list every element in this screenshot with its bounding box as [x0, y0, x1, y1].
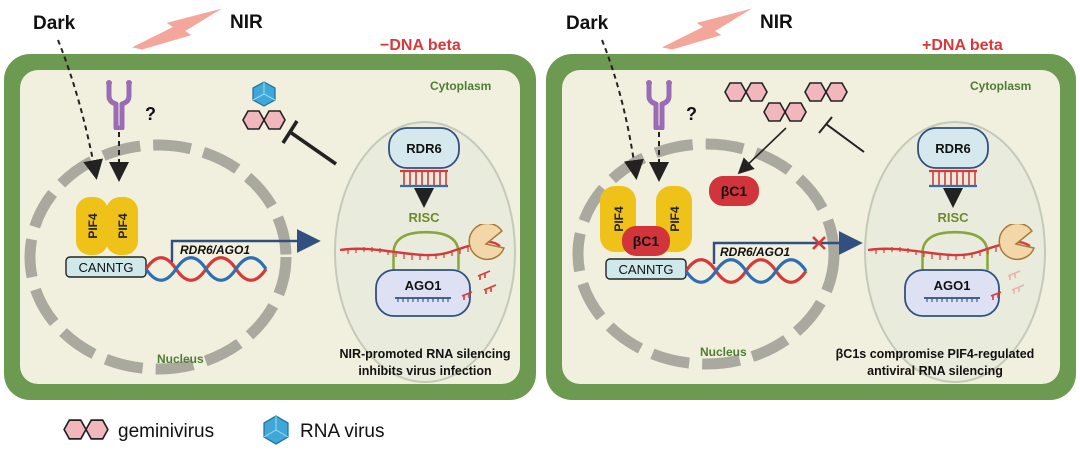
canntg-motif-label: CANNTG: [79, 260, 134, 275]
condition-label: +DNA beta: [922, 37, 1003, 54]
sirna-guide: [924, 297, 980, 302]
nucleus-envelope: [24, 139, 292, 375]
bc1-label: βC1: [721, 183, 748, 199]
rna-virus-hexagon-icon: [252, 81, 276, 107]
bc1-protein-bound: [622, 226, 670, 256]
rdr6-protein: [917, 127, 989, 169]
caption-line-1: NIR-promoted RNA silencing: [339, 347, 510, 361]
pif4-label: PIF4: [86, 213, 100, 239]
dsrna-ladder: [929, 169, 977, 188]
nir-lightning-icon: [662, 8, 752, 50]
cytoplasm-label: Cytoplasm: [430, 79, 491, 93]
inhibition-bar: [818, 116, 833, 134]
risc-label: RISC: [408, 210, 440, 225]
pif4-label: PIF4: [612, 206, 626, 232]
pif4-protein: [106, 197, 138, 255]
cytoplasm-label: Cytoplasm: [970, 79, 1031, 93]
caption-line-2: inhibits virus infection: [358, 364, 491, 378]
rna-virus-legend-label: RNA virus: [300, 421, 384, 442]
geminivirus-legend-label: geminivirus: [118, 421, 214, 442]
target-gene-label: RDR6/AGO1: [180, 243, 250, 257]
risc-label: RISC: [937, 210, 969, 225]
rdr6-label: RDR6: [406, 141, 441, 156]
dark-label: Dark: [33, 13, 76, 34]
condition-label: −DNA beta: [380, 37, 461, 54]
geminivirus-legend-icon: [63, 419, 109, 440]
transcription-arrow: [712, 231, 863, 264]
rna-virus-legend-icon: [263, 415, 289, 445]
unknown-mechanism-mark: ?: [145, 104, 156, 124]
pif4-label: PIF4: [116, 213, 130, 239]
nucleus-envelope: [572, 138, 840, 370]
left-panel: Dark NIR −DNA beta Cytoplasm Nucleus ? P…: [4, 8, 536, 400]
nucleus-label: Nucleus: [157, 352, 204, 366]
nir-label: NIR: [230, 12, 263, 33]
dark-label: Dark: [566, 13, 609, 34]
ago1-label: AGO1: [405, 278, 442, 293]
right-panel: Dark NIR +DNA beta Cytoplasm Nucleus ? β…: [546, 8, 1076, 400]
pif4-protein: [76, 197, 108, 255]
ago1-protein: [375, 269, 471, 317]
ago1-protein: [904, 269, 1000, 317]
blocked-transcription-mark: [812, 236, 826, 250]
inhibition-bar: [281, 120, 299, 144]
inhibition-line: [825, 123, 865, 153]
dark-signal-arrow: [57, 39, 103, 180]
nir-lightning-icon: [132, 8, 222, 50]
canntg-motif-label: CANNTG: [619, 262, 674, 277]
bc1-protein-free: [709, 176, 759, 206]
nucleus-label: Nucleus: [700, 345, 747, 359]
nir-label: NIR: [760, 12, 793, 33]
caption-line-1: βC1s compromise PIF4-regulated: [836, 347, 1035, 361]
inhibition-line: [288, 130, 338, 166]
legend: geminivirus RNA virus: [63, 415, 384, 445]
target-gene-label: RDR6/AGO1: [720, 245, 790, 259]
processing-body: [334, 121, 516, 383]
bc1-production-arrow: [737, 127, 787, 175]
transcription-arrow: [170, 229, 321, 262]
unknown-mechanism-mark: ?: [686, 104, 697, 124]
sirna-guide: [395, 297, 451, 302]
caption-line-2: antiviral RNA silencing: [867, 364, 1003, 378]
rna-fragments: [990, 270, 1025, 300]
dsrna-ladder: [400, 169, 448, 188]
rna-fragments: [461, 270, 497, 300]
rdr6-label: RDR6: [935, 141, 970, 156]
rdr6-protein: [388, 127, 460, 169]
pif4-label: PIF4: [668, 206, 682, 232]
processing-body: [864, 121, 1046, 383]
dark-signal-arrow: [601, 39, 644, 180]
bc1-label: βC1: [633, 233, 660, 249]
ago1-label: AGO1: [934, 278, 971, 293]
